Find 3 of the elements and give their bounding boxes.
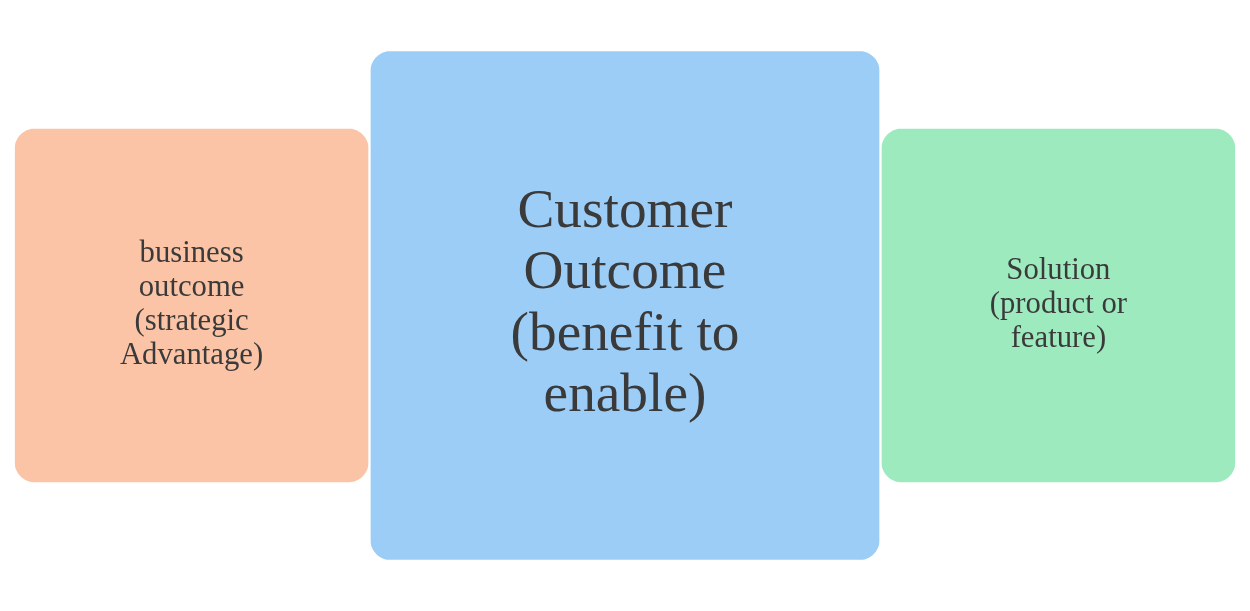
node-box: Solution (product or feature) xyxy=(881,128,1236,483)
node-box: Customer Outcome (benefit to enable) xyxy=(370,51,880,560)
node-box: business outcome (strategic Advantage) xyxy=(14,128,369,483)
